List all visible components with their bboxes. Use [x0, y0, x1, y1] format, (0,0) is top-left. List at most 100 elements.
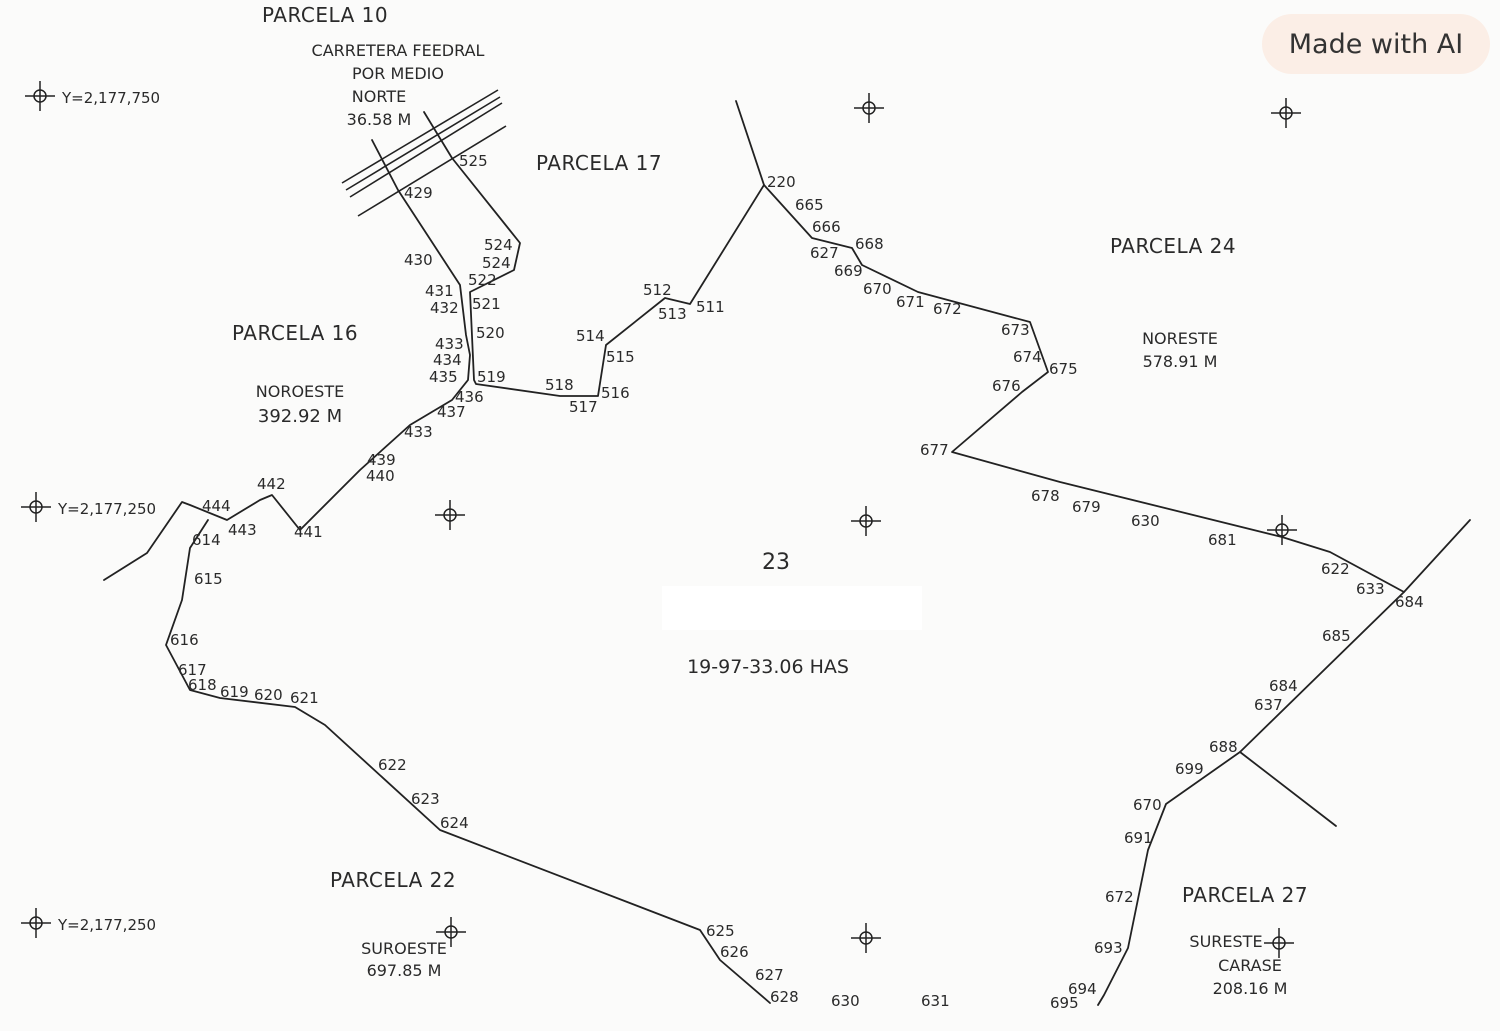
vertex-label: 437 — [437, 403, 466, 421]
vertex-label: 684 — [1269, 677, 1298, 695]
parcel-24-label: PARCELA 24 — [1110, 234, 1236, 258]
northwest-distance: 392.92 M — [258, 406, 342, 427]
property-boundary-south-east — [1097, 751, 1241, 1006]
survey-cross-icon — [851, 506, 881, 536]
vertex-label: 511 — [696, 298, 725, 316]
survey-cross-icon — [1264, 928, 1294, 958]
coordinate-markers — [21, 81, 1301, 958]
vertex-label: 625 — [706, 922, 735, 940]
vertex-label: 621 — [290, 689, 319, 707]
vertex-label: 672 — [933, 300, 962, 318]
vertex-label: 522 — [468, 271, 497, 289]
vertex-label: 671 — [896, 293, 925, 311]
vertex-label: 637 — [1254, 696, 1283, 714]
vertex-label: 441 — [294, 523, 323, 541]
survey-cross-icon — [25, 81, 55, 111]
parcel-27-label: PARCELA 27 — [1182, 883, 1308, 907]
property-boundary-north — [423, 100, 765, 397]
survey-cross-icon — [436, 917, 466, 947]
parcel-17-label: PARCELA 17 — [536, 151, 662, 175]
coordinate-label: Y=2,177,250 — [57, 916, 156, 934]
coordinate-label: Y=2,177,250 — [57, 500, 156, 518]
vertex-label: 618 — [188, 676, 217, 694]
vertex-label: 431 — [425, 282, 454, 300]
vertex-label: 674 — [1013, 348, 1042, 366]
survey-cross-icon — [1267, 515, 1297, 545]
vertex-label: 673 — [1001, 321, 1030, 339]
vertex-label: 675 — [1049, 360, 1078, 378]
vertex-label: 630 — [1131, 512, 1160, 530]
vertex-label: 677 — [920, 441, 949, 459]
vertex-label: 681 — [1208, 531, 1237, 549]
vertex-label: 617 — [178, 661, 207, 679]
vertex-label: 513 — [658, 305, 687, 323]
vertex-label: 684 — [1395, 593, 1424, 611]
vertex-label: 517 — [569, 398, 598, 416]
vertex-label: 627 — [810, 244, 839, 262]
vertex-label: 668 — [855, 235, 884, 253]
vertex-label: 679 — [1072, 498, 1101, 516]
vertex-label: 693 — [1094, 939, 1123, 957]
parcel-22-label: PARCELA 22 — [330, 868, 456, 892]
survey-cross-icon — [854, 93, 884, 123]
survey-cross-icon — [21, 908, 51, 938]
vertex-label: 631 — [921, 992, 950, 1010]
vertex-label: 432 — [430, 299, 459, 317]
vertex-label: 442 — [257, 475, 286, 493]
vertex-label: 633 — [1356, 580, 1385, 598]
vertex-label: 626 — [720, 943, 749, 961]
vertex-label: 430 — [404, 251, 433, 269]
lot-area: 19-97-33.06 HAS — [687, 656, 849, 678]
vertex-label: 512 — [643, 281, 672, 299]
highway-lines — [341, 89, 507, 217]
lot-number: 23 — [762, 550, 790, 575]
parcel-10-label: PARCELA 10 — [262, 3, 388, 27]
vertex-label: 665 — [795, 196, 824, 214]
vertex-label: 694 — [1068, 980, 1097, 998]
vertex-label: 435 — [429, 368, 458, 386]
vertex-label: 443 — [228, 521, 257, 539]
property-boundary-east — [763, 184, 1471, 593]
vertex-label: 624 — [440, 814, 469, 832]
vertex-label: 676 — [992, 377, 1021, 395]
vertex-label: 429 — [404, 184, 433, 202]
vertex-label: 520 — [476, 324, 505, 342]
vertex-label: 439 — [367, 451, 396, 469]
vertex-label: 678 — [1031, 487, 1060, 505]
vertex-label: 440 — [366, 467, 395, 485]
vertex-label: 433 — [404, 423, 433, 441]
north-road-line1: CARRETERA FEEDRAL — [312, 41, 485, 60]
vertex-label: 444 — [202, 497, 231, 515]
vertex-label: 691 — [1124, 829, 1153, 847]
survey-cross-icon — [851, 923, 881, 953]
vertex-label: 688 — [1209, 738, 1238, 756]
vertex-label: 518 — [545, 376, 574, 394]
northeast-direction: NORESTE — [1142, 329, 1218, 348]
vertex-label: 622 — [1321, 560, 1350, 578]
southeast-direction-2: CARASE — [1218, 956, 1282, 975]
vertex-label: 514 — [576, 327, 605, 345]
vertex-label: 695 — [1050, 994, 1079, 1012]
vertex-label: 525 — [459, 152, 488, 170]
vertex-label: 615 — [194, 570, 223, 588]
vertex-label: 524 — [482, 254, 511, 272]
north-road-line2: POR MEDIO — [352, 64, 444, 83]
north-distance: 36.58 M — [347, 110, 412, 129]
vertex-label: 622 — [378, 756, 407, 774]
vertex-label: 524 — [484, 236, 513, 254]
coordinate-label: Y=2,177,750 — [61, 89, 160, 107]
parcel-16-label: PARCELA 16 — [232, 321, 358, 345]
vertex-label: 614 — [192, 531, 221, 549]
northeast-distance: 578.91 M — [1143, 352, 1218, 371]
vertex-label: 699 — [1175, 760, 1204, 778]
north-direction: NORTE — [352, 87, 406, 106]
survey-cross-icon — [1271, 98, 1301, 128]
vertex-label: 220 — [767, 173, 796, 191]
vertex-label: 670 — [863, 280, 892, 298]
vertex-label: 670 — [1133, 796, 1162, 814]
vertex-label: 616 — [170, 631, 199, 649]
survey-cross-icon — [435, 500, 465, 530]
vertex-label: 619 — [220, 683, 249, 701]
southwest-direction: SUROESTE — [361, 939, 447, 958]
